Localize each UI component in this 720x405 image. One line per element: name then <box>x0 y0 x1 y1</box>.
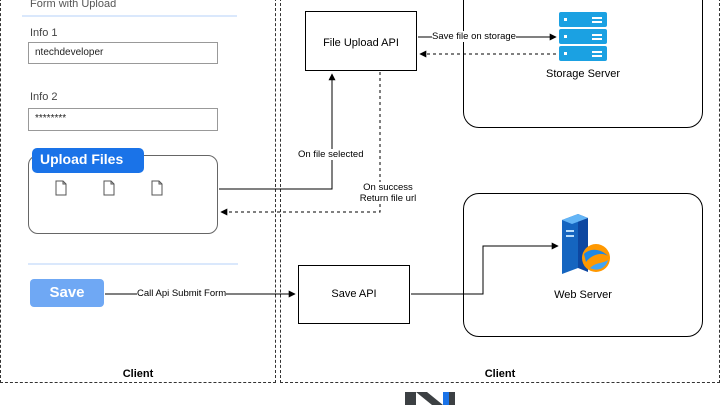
web-server-label: Web Server <box>554 289 612 301</box>
logo-icon <box>405 392 455 405</box>
storage-server-icon <box>559 12 607 61</box>
info1-label: Info 1 <box>30 27 58 39</box>
upload-files-button[interactable]: Upload Files <box>32 148 144 173</box>
edge-on-success <box>220 72 381 216</box>
save-button[interactable]: Save <box>30 279 104 307</box>
edge-label-on-success-line1: On success <box>363 182 413 193</box>
file-icon <box>55 180 67 196</box>
edge-label-call-api: Call Api Submit Form <box>137 288 227 299</box>
save-api-label: Save API <box>331 288 377 300</box>
file-upload-api-label: File Upload API <box>323 37 399 49</box>
info2-label: Info 2 <box>30 91 58 103</box>
form-divider-bottom <box>28 263 238 265</box>
left-client-lane <box>0 0 276 383</box>
info1-input[interactable]: ntechdeveloper <box>28 42 218 64</box>
left-lane-label: Client <box>122 368 154 380</box>
save-api-node: Save API <box>298 265 410 324</box>
edge-label-save-file: Save file on storage <box>432 31 516 42</box>
form-title: Form with Upload <box>30 0 117 10</box>
storage-server-label: Storage Server <box>546 68 620 80</box>
file-icon <box>151 180 163 196</box>
form-divider-top <box>22 15 237 17</box>
edge-label-on-success: On success Return file url <box>353 182 423 204</box>
edge-label-on-file-selected: On file selected <box>298 149 364 160</box>
edge-save-to-web <box>411 242 559 295</box>
info2-password-input[interactable]: ******** <box>28 108 218 131</box>
file-icon <box>103 180 115 196</box>
file-upload-api-node: File Upload API <box>305 11 417 71</box>
web-server-icon <box>562 214 610 274</box>
right-lane-label: Client <box>484 368 516 380</box>
edge-label-on-success-line2: Return file url <box>359 193 417 204</box>
edge-on-file-selected <box>219 73 336 190</box>
